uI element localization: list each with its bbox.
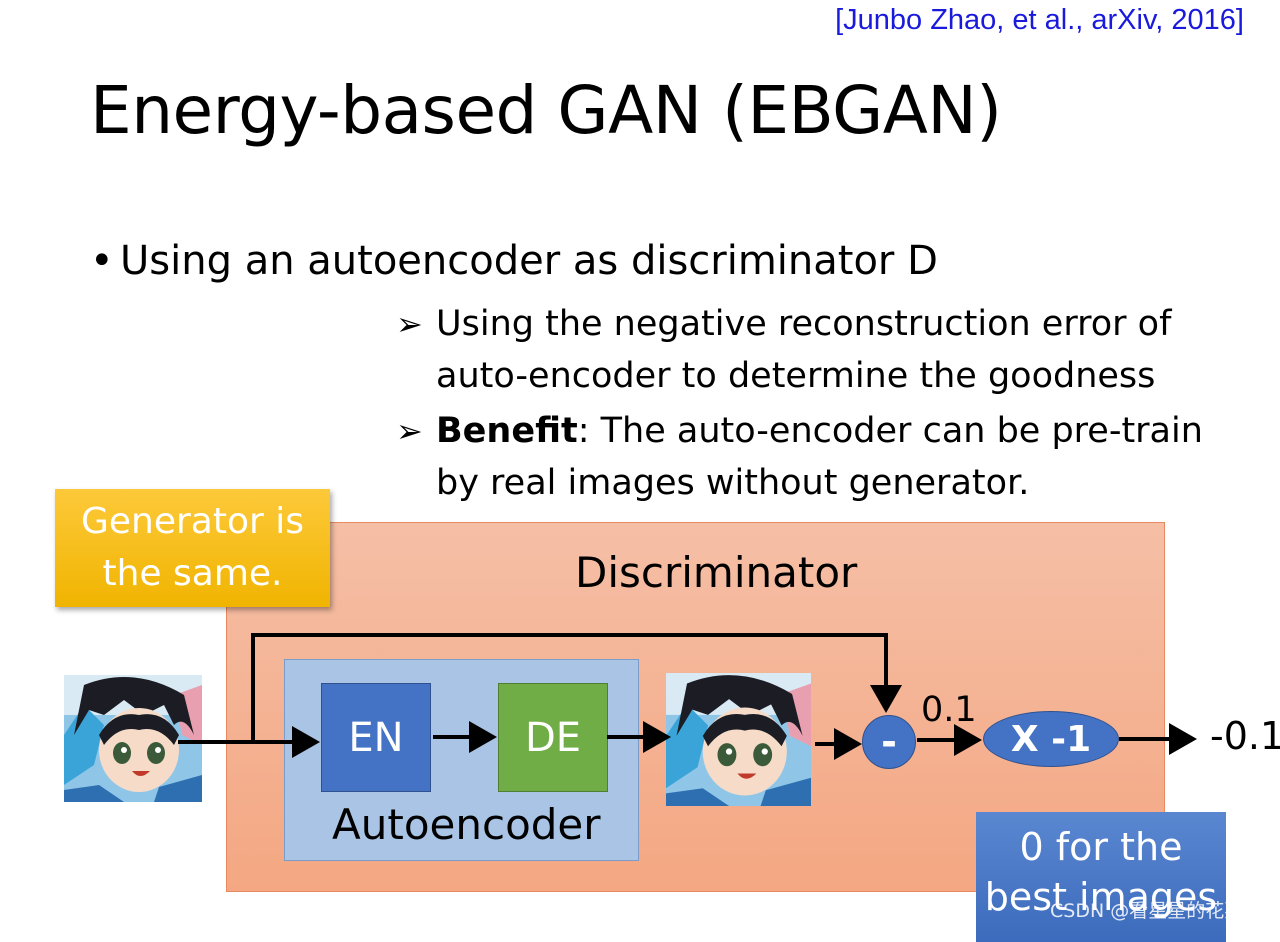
- sub-bullet-1-line1: Using the negative reconstruction error …: [436, 304, 1172, 344]
- main-bullet: •Using an autoencoder as discriminator D: [90, 238, 938, 284]
- sub-bullet-1: ➢ Using the negative reconstruction error…: [396, 298, 1171, 402]
- best-note-line2: best images: [984, 875, 1218, 919]
- bullet-dot: •: [90, 238, 114, 284]
- arrow-bullet-icon: ➢: [396, 305, 423, 343]
- minus-node: -: [862, 715, 916, 769]
- multiply-node: X -1: [983, 711, 1119, 767]
- sub-bullet-2: ➢ Benefit: The auto-encoder can be pre-tr…: [396, 405, 1203, 509]
- anime-girl-image: [64, 675, 202, 802]
- generator-note-line1: Generator is: [80, 501, 304, 542]
- sub-bullet-2-line1: : The auto-encoder can be pre-train: [577, 411, 1203, 451]
- decoder-block: DE: [498, 683, 608, 792]
- sub-bullet-1-line2: auto-encoder to determine the goodness: [436, 356, 1156, 396]
- discriminator-label: Discriminator: [575, 548, 858, 597]
- encoder-block: EN: [321, 683, 431, 792]
- input-image: [64, 675, 202, 802]
- generator-note-line2: the same.: [102, 553, 283, 594]
- arrow-bullet-icon: ➢: [396, 412, 423, 450]
- generator-note: Generator is the same.: [55, 489, 330, 607]
- slide-title: Energy-based GAN (EBGAN): [90, 72, 1002, 149]
- autoencoder-label: Autoencoder: [332, 800, 601, 849]
- best-note-line1: 0 for the: [1019, 825, 1183, 869]
- sub-bullet-2-line2: by real images without generator.: [436, 463, 1030, 503]
- main-bullet-text: Using an autoencoder as discriminator D: [120, 238, 938, 284]
- citation: [Junbo Zhao, et al., arXiv, 2016]: [835, 4, 1244, 36]
- reconstructed-image: [666, 673, 811, 806]
- error-value: 0.1: [921, 690, 977, 730]
- anime-girl-image: [666, 673, 811, 806]
- best-images-note: 0 for the best images: [976, 812, 1226, 942]
- benefit-label: Benefit: [436, 411, 578, 451]
- watermark: CSDN @看星星的花栗鼠: [1050, 900, 1263, 922]
- output-value: -0.1: [1210, 714, 1280, 758]
